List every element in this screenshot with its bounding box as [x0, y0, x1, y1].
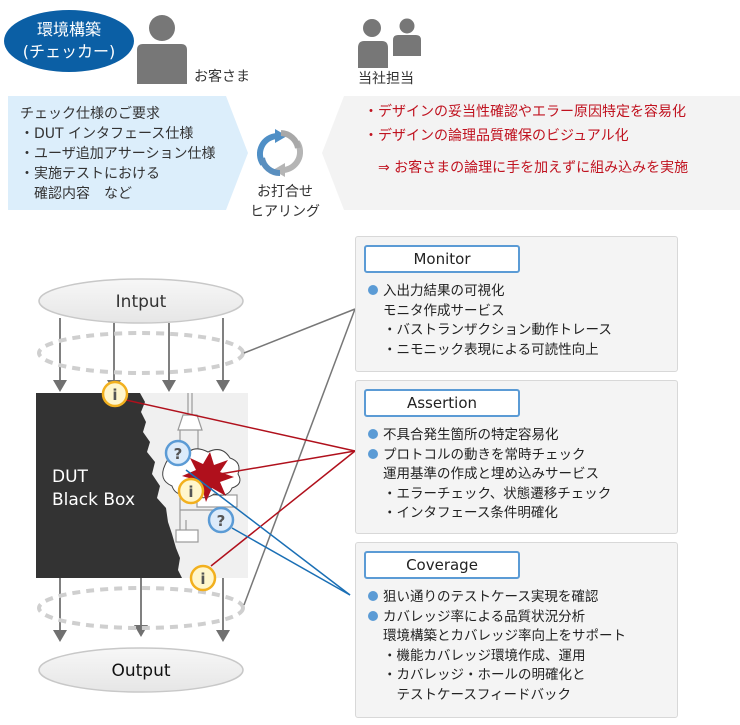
input-arrows [53, 318, 230, 392]
svg-text:i: i [200, 570, 205, 588]
coverage-connector [185, 469, 351, 596]
panel-item: テストケースフィードバック [383, 686, 572, 703]
svg-text:i: i [188, 483, 193, 501]
requirements-line: 確認内容 など [20, 186, 132, 202]
panel-item: 運用基準の作成と埋め込みサービス [383, 466, 599, 482]
input-ellipse [38, 278, 244, 324]
requirements-line: ・ユーザ追加アサーション仕様 [20, 146, 216, 162]
staff-point: ・デザインの妥当性確認やエラー原因特定を容易化 [364, 104, 686, 120]
panel-item: ・バストランザクション動作トレース [383, 322, 612, 338]
monitor-probe-bottom [37, 586, 245, 630]
requirements-arrow-shape [8, 96, 248, 210]
panel-item: カバレッジ率による品質状況分析 [368, 608, 626, 628]
bullet-dot-icon [368, 610, 378, 621]
staff-arrow-shape [322, 96, 740, 210]
dut-label-line2: Black Box [52, 490, 135, 510]
panel-item: ・インタフェース条件明確化 [383, 505, 558, 521]
output-ellipse [38, 647, 244, 693]
requirements-line: チェック仕様のご要求 [20, 106, 160, 122]
bullet-dot-icon [368, 448, 378, 459]
staff-result: ⇒ お客さまの論理に手を加えずに組み込みを実施 [378, 160, 689, 176]
staff-persons-icon [358, 18, 421, 68]
staff-label: 当社担当 [358, 71, 414, 87]
coverage-panel-title: Coverage [364, 551, 520, 579]
requirements-line: ・実施テストにおける [20, 166, 160, 182]
meeting-label-line1: お打合せ [257, 184, 313, 200]
monitor-probe-top [37, 331, 245, 375]
panel-item: ・機能カバレッジ環境作成、運用 [383, 647, 586, 664]
panel-item: ・ニモニック表現による可読性向上 [383, 341, 599, 358]
staff-points-text: ・デザインの妥当性確認やエラー原因特定を容易化 ・デザインの論理品質確保のビジュ… [364, 100, 688, 180]
info-marker-icon: i [177, 477, 205, 505]
dut-black-box [36, 393, 182, 578]
environment-checker-badge: 環境構築 (チェッカー) [4, 10, 134, 72]
panel-item: 環境構築とカバレッジ率向上をサポート [383, 628, 626, 644]
svg-text:?: ? [174, 445, 183, 463]
dut-diagram: Intput DUT Black Box Output [36, 278, 356, 693]
assertion-connector [125, 399, 356, 452]
assertion-panel: Assertion 不具合発生箇所の特定容易化 プロトコルの動きを常時チェック … [355, 380, 678, 534]
coverage-panel-body: 狙い通りのテストケース実現を確認 カバレッジ率による品質状況分析 環境構築とカバ… [368, 588, 626, 705]
svg-text:?: ? [217, 512, 226, 530]
panel-item: モニタ作成サービス [383, 302, 505, 319]
output-label: Output [111, 661, 170, 681]
customer-label: お客さま [194, 69, 250, 85]
coverage-panel: Coverage 狙い通りのテストケース実現を確認 カバレッジ率による品質状況分… [355, 542, 678, 718]
requirements-text: チェック仕様のご要求 ・DUT インタフェース仕様 ・ユーザ追加アサーション仕様… [20, 104, 215, 204]
monitor-panel-title: Monitor [364, 245, 520, 273]
coverage-connector [231, 527, 351, 596]
panel-item: 入出力結果の可視化 [368, 282, 612, 302]
input-label: Intput [116, 292, 167, 312]
staff-point: ・デザインの論理品質確保のビジュアル化 [364, 128, 629, 144]
badge-line2: (チェッカー) [22, 42, 116, 61]
monitor-connector-bottom [243, 308, 356, 606]
bullet-dot-icon [368, 591, 378, 601]
svg-text:i: i [112, 386, 117, 404]
panel-item: 不具合発生箇所の特定容易化 [368, 426, 611, 446]
requirements-line: ・DUT インタフェース仕様 [20, 126, 194, 142]
bullet-dot-icon [368, 285, 378, 295]
monitor-connector-top [243, 308, 356, 354]
panel-item: プロトコルの動きを常時チェック [368, 446, 611, 466]
meeting-label: お打合せ ヒアリング [248, 182, 322, 222]
assertion-panel-title: Assertion [364, 389, 520, 417]
dut-label-line1: DUT [52, 467, 89, 487]
assertion-connector [219, 450, 356, 475]
question-marker-icon: ? [164, 439, 192, 467]
cycle-arrows-icon [256, 129, 304, 177]
meeting-label-line2: ヒアリング [250, 204, 320, 220]
badge-line1: 環境構築 [36, 20, 101, 39]
bullet-dot-icon [368, 429, 378, 439]
info-marker-icon: i [189, 564, 217, 592]
assertion-connector [210, 450, 356, 567]
monitor-panel-body: 入出力結果の可視化 モニタ作成サービス ・バストランザクション動作トレース ・ニ… [368, 282, 612, 360]
monitor-panel: Monitor 入出力結果の可視化 モニタ作成サービス ・バストランザクション動… [355, 236, 678, 372]
info-marker-icon: i [101, 380, 129, 408]
panel-item: 狙い通りのテストケース実現を確認 [368, 588, 626, 608]
panel-item: ・エラーチェック、状態遷移チェック [383, 485, 612, 502]
question-marker-icon: ? [207, 506, 235, 534]
customer-person-icon [137, 15, 187, 84]
panel-item: ・カバレッジ・ホールの明確化と [383, 667, 586, 683]
assertion-panel-body: 不具合発生箇所の特定容易化 プロトコルの動きを常時チェック 運用基準の作成と埋め… [368, 426, 611, 524]
